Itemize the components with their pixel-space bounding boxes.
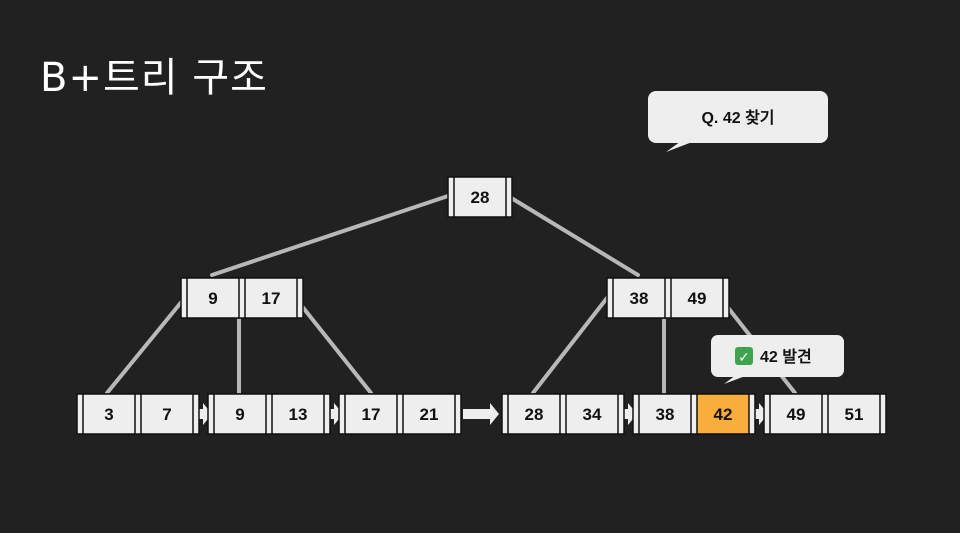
bubble-body — [648, 91, 828, 143]
key-cell-highlighted — [696, 393, 750, 435]
leaf-node: 28 34 — [501, 393, 625, 435]
tree-edge — [506, 194, 640, 277]
next-leaf-arrow-icon — [192, 403, 212, 425]
leaf-links — [192, 403, 768, 425]
key-label: 28 — [525, 405, 544, 424]
next-leaf-arrow-icon — [617, 403, 637, 425]
tree-edge — [210, 194, 450, 277]
key-cell — [827, 393, 881, 435]
key-label: 17 — [362, 405, 381, 424]
key-cell — [186, 277, 240, 319]
tree-edge — [105, 298, 185, 395]
key-cell — [507, 393, 561, 435]
internal-node: 9 17 — [180, 277, 304, 319]
tree-edge — [295, 298, 373, 395]
key-label: 49 — [688, 289, 707, 308]
internal-node: 38 49 — [606, 277, 730, 319]
result-text: 42 발견 — [760, 348, 812, 366]
key-label: 28 — [471, 188, 490, 207]
key-label: 51 — [845, 405, 864, 424]
key-cell — [769, 393, 823, 435]
tree-edge — [531, 296, 609, 395]
leaf-node: 9 13 — [207, 393, 331, 435]
key-cell — [82, 393, 136, 435]
key-label: 3 — [104, 405, 113, 424]
result-bubble: ✓ 42 발견 — [711, 335, 844, 384]
key-cell — [344, 393, 398, 435]
callouts: Q. 42 찾기 ✓ 42 발견 — [648, 91, 844, 384]
tree-edges — [105, 194, 797, 395]
key-cell — [213, 393, 267, 435]
key-label: 9 — [235, 405, 244, 424]
root-node: 28 — [447, 176, 513, 218]
key-cell — [244, 277, 298, 319]
key-label: 7 — [162, 405, 171, 424]
check-glyph: ✓ — [738, 350, 750, 366]
query-bubble: Q. 42 찾기 — [648, 91, 828, 152]
query-text: Q. 42 찾기 — [701, 108, 774, 127]
key-label: 38 — [630, 289, 649, 308]
key-cell — [670, 277, 724, 319]
key-cell — [453, 176, 507, 218]
slide-title: B+트리 구조 — [40, 55, 268, 101]
key-label: 34 — [583, 405, 602, 424]
leaf-node: 49 51 — [763, 393, 887, 435]
key-label: 17 — [262, 289, 281, 308]
key-label: 42 — [714, 405, 733, 424]
key-label: 13 — [289, 405, 308, 424]
next-leaf-arrow-icon — [323, 403, 343, 425]
key-label: 21 — [420, 405, 439, 424]
key-cell — [565, 393, 619, 435]
key-label: 9 — [208, 289, 217, 308]
bubble-body — [711, 335, 844, 377]
next-leaf-arrow-icon — [748, 403, 768, 425]
key-cell — [402, 393, 456, 435]
key-cell — [638, 393, 692, 435]
key-label: 38 — [656, 405, 675, 424]
key-cell — [271, 393, 325, 435]
leaf-node: 38 42 — [632, 393, 756, 435]
check-mark-icon: ✓ — [735, 347, 753, 366]
key-cell — [140, 393, 194, 435]
key-label: 49 — [787, 405, 806, 424]
check-box — [735, 347, 753, 365]
key-cell — [612, 277, 666, 319]
next-leaf-arrow-icon — [463, 403, 499, 425]
